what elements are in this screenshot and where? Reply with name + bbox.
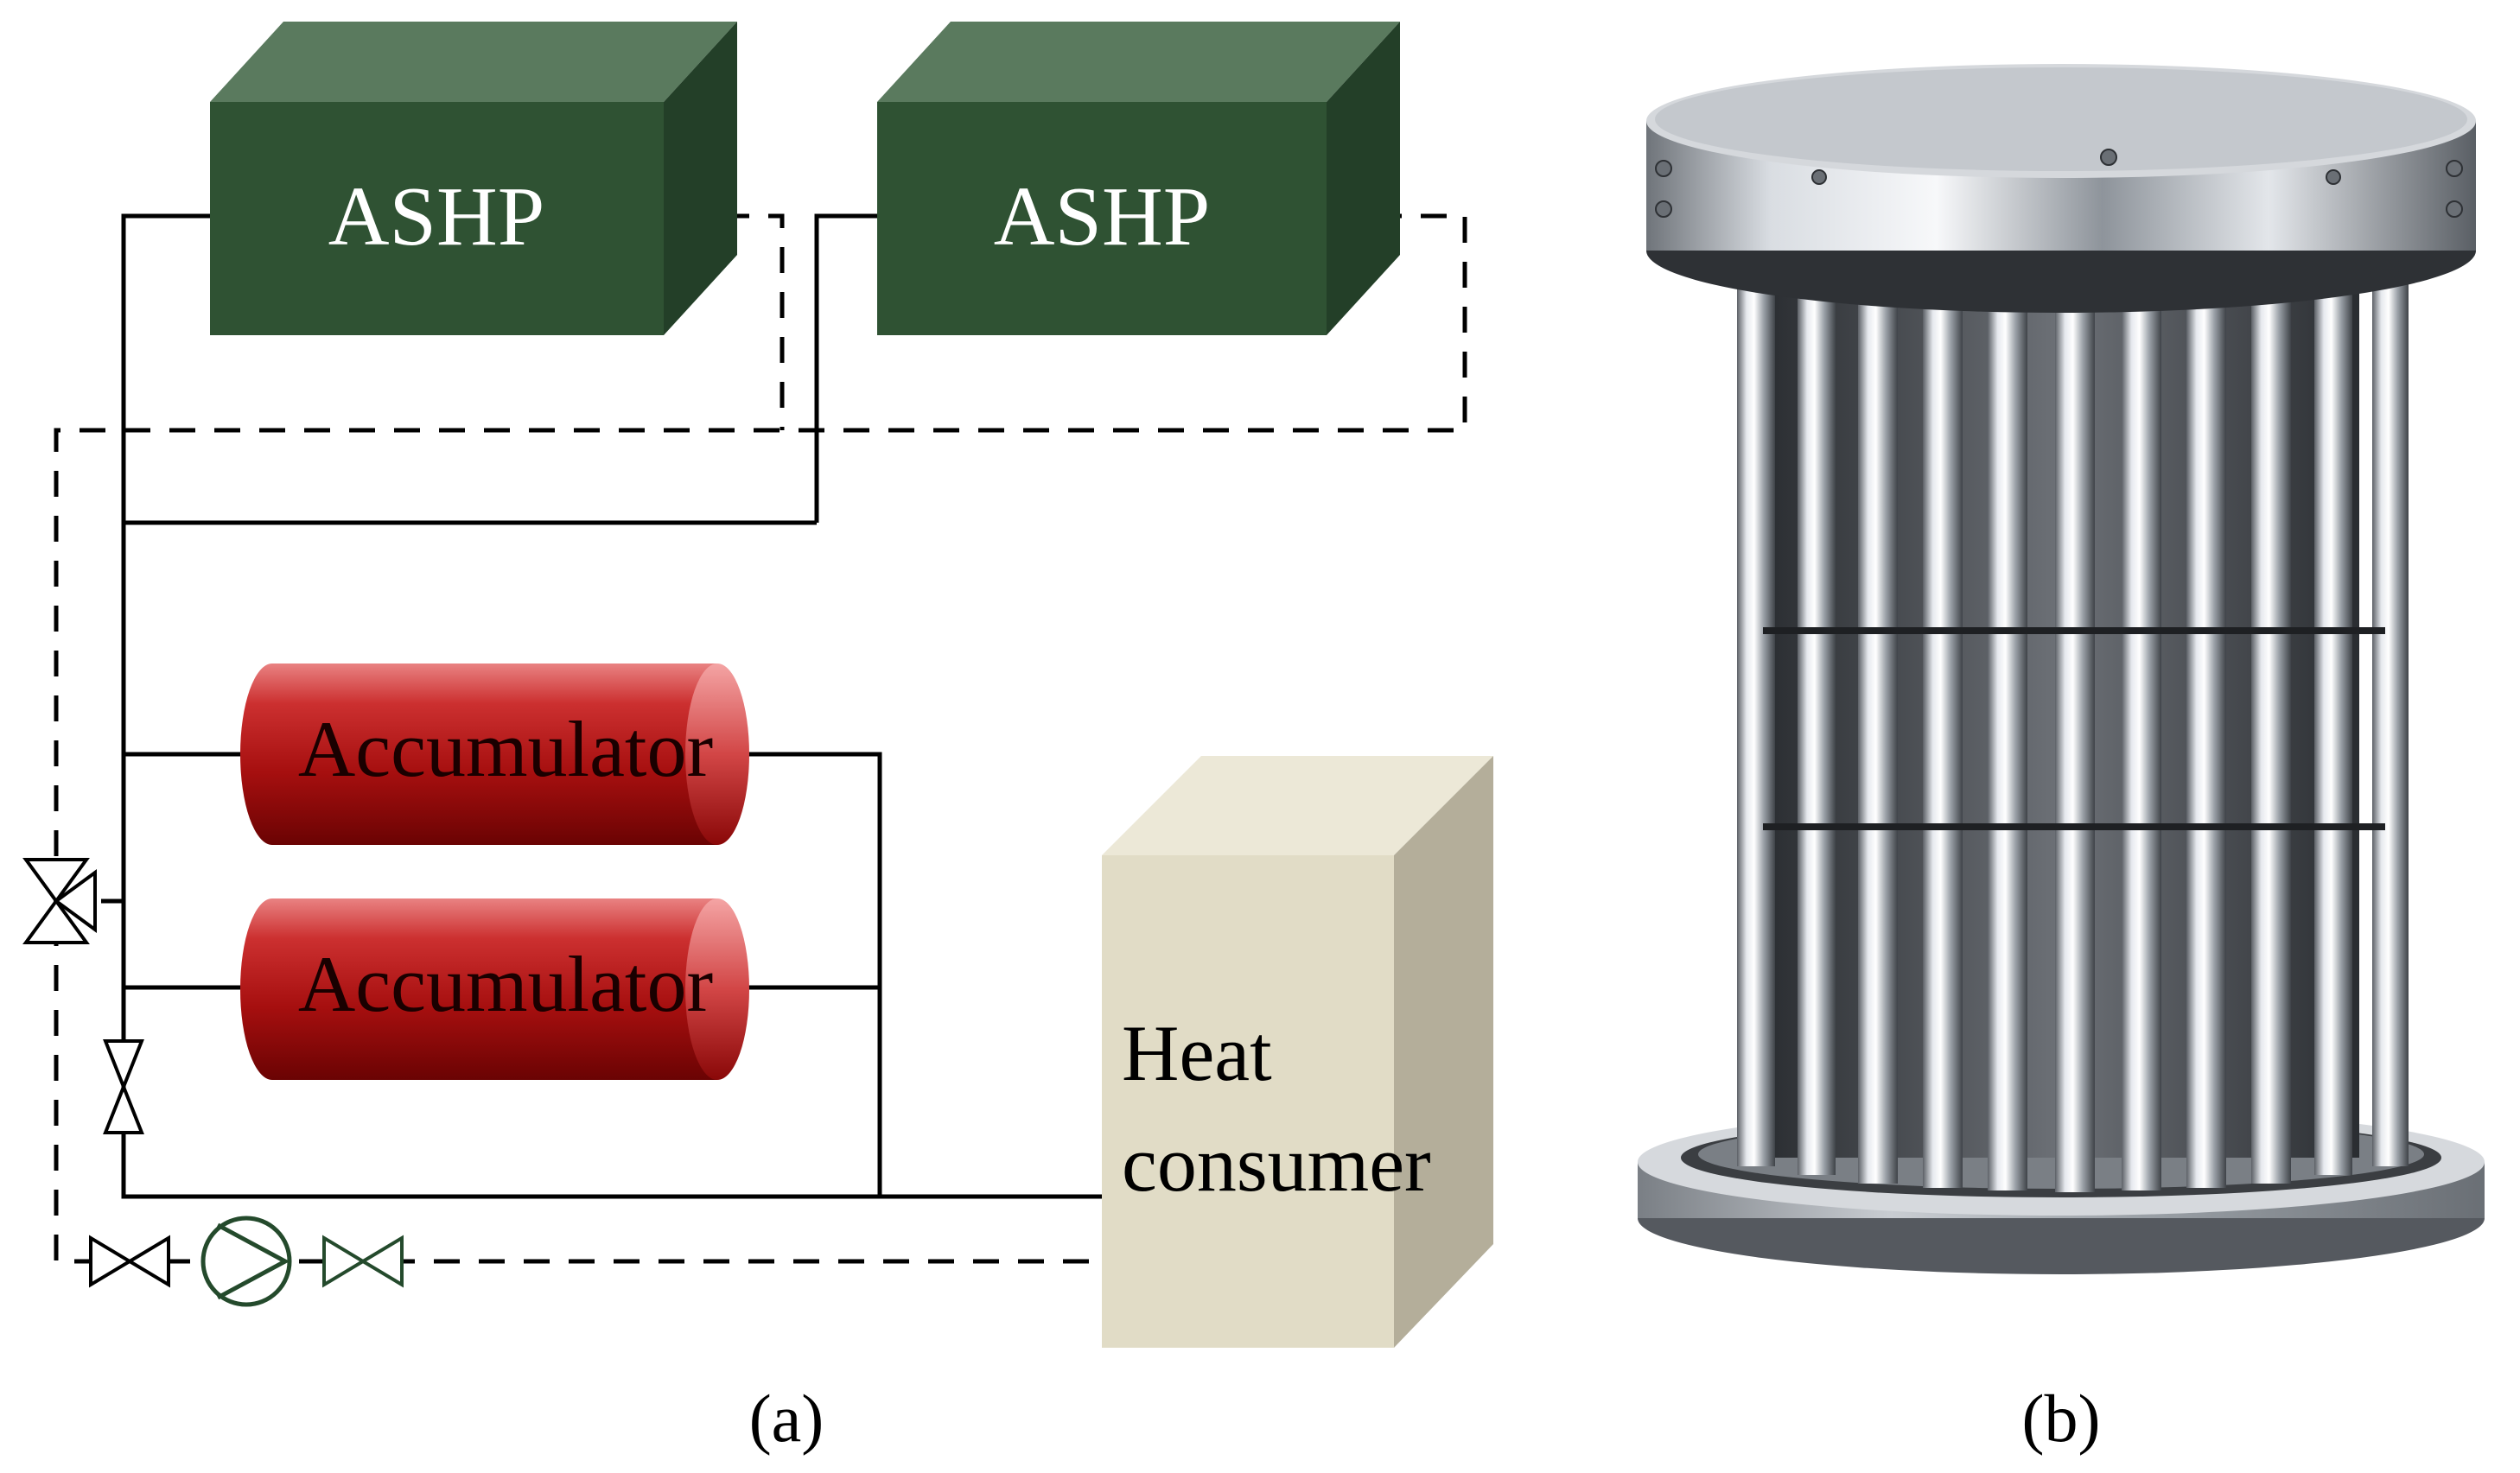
heat-consumer-top-face [1102, 756, 1493, 855]
ashp-right-front-face [877, 102, 1327, 335]
panel-b-caption: (b) [2022, 1381, 2101, 1456]
ashp-right-label: ASHP [994, 170, 1211, 263]
accumulator-top-body [272, 663, 717, 845]
ashp-left-side-face [664, 22, 737, 335]
heat-consumer-front-face [1102, 855, 1394, 1348]
accumulator-tank-bottom: Accumulator [240, 898, 749, 1080]
accumulator-bottom-right-cap [685, 898, 749, 1080]
ashp-left-front-face [210, 102, 664, 335]
supply-return-pipes [121, 213, 1106, 1199]
three-way-valve-icon [22, 858, 97, 944]
accumulator-tank-top: Accumulator [240, 663, 749, 845]
bolts [1655, 149, 2463, 218]
ashp-right-top-face [877, 22, 1400, 102]
panel-a-caption: (a) [749, 1381, 824, 1456]
gate-valve-right-icon [322, 1235, 404, 1288]
heat-consumer-side-face [1394, 756, 1493, 1348]
heat-consumer-label-line2: consumer [1122, 1120, 1431, 1208]
tube-bundle [1737, 276, 2409, 1192]
panel-a-schematic: ASHP ASHP Accumulator Accumulator [22, 22, 1493, 1456]
gate-valve-vertical-icon [103, 1039, 144, 1134]
circulation-pump-icon [200, 1216, 292, 1307]
ashp-left-top-face [210, 22, 737, 102]
accumulator-bottom-left-end [240, 898, 304, 1080]
accumulator-top-right-cap [685, 663, 749, 845]
heat-consumer-label-line1: Heat [1122, 1009, 1272, 1097]
support-bands [1763, 627, 2385, 830]
ashp-right-side-face [1327, 22, 1400, 335]
top-ring [1646, 64, 2476, 313]
heat-consumer-block: Heat consumer [1102, 756, 1493, 1348]
accumulator-top-left-end [240, 663, 304, 845]
ashp-unit-left: ASHP [210, 22, 737, 335]
panel-b-heat-exchanger-photo: (b) [1638, 64, 2485, 1456]
ashp-left-label: ASHP [328, 170, 545, 263]
accumulator-bottom-body [272, 898, 717, 1080]
accumulator-bottom-label: Accumulator [298, 940, 713, 1028]
ashp-unit-right: ASHP [877, 22, 1400, 335]
accumulator-top-label: Accumulator [298, 705, 713, 793]
gate-valve-left-icon [89, 1235, 170, 1288]
